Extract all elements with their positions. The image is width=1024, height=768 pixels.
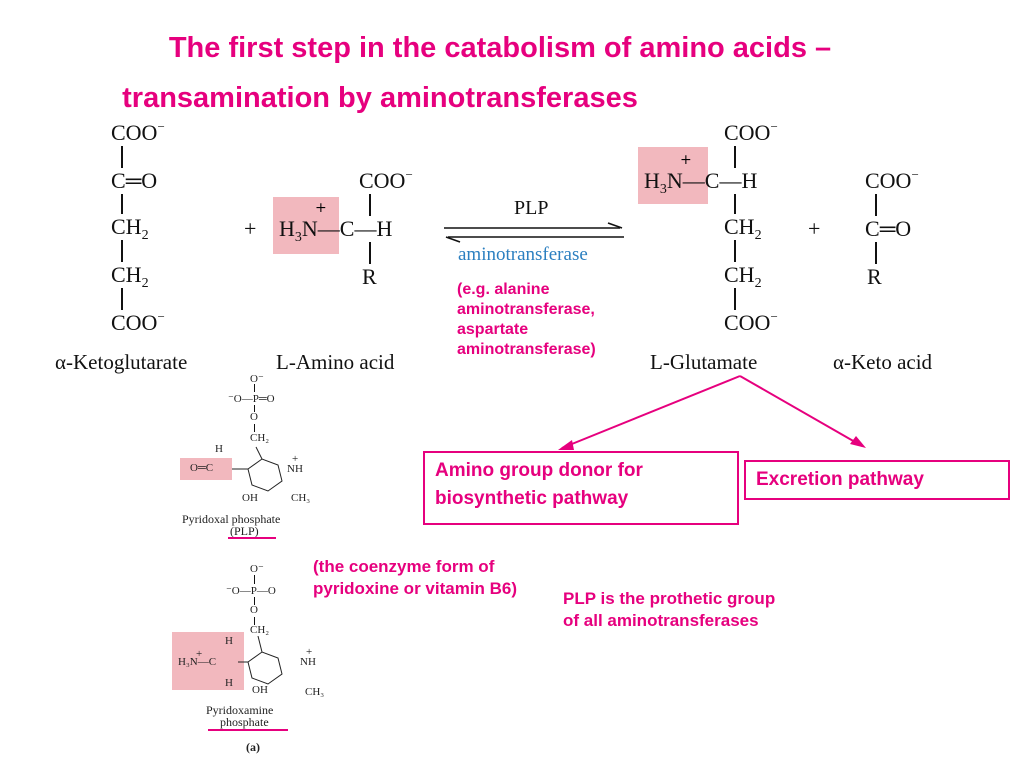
pmp-h-top: H	[225, 635, 233, 647]
plp-aldehyde: O═C	[190, 462, 214, 474]
kg-coo-top: COO−	[111, 119, 165, 145]
glu-ch2-2: CH2	[724, 262, 762, 291]
glu-amino-row: H3N—C—H	[644, 168, 758, 197]
pmp-n-charge: +	[196, 648, 203, 660]
pmp-caption-name2: phosphate	[220, 715, 269, 729]
plp-underline	[228, 537, 276, 539]
arrow-label-aminotransferase: aminotransferase	[458, 244, 588, 265]
ka-keto-group: C═O	[865, 216, 912, 241]
glu-ch2-1: CH2	[724, 214, 762, 243]
pmp-h-bottom: H	[225, 677, 233, 689]
plp-ch2: CH₂	[250, 432, 270, 444]
example-enzymes-note: (e.g. alanine aminotransferase, aspartat…	[457, 281, 596, 358]
glu-n-charge: +	[680, 152, 692, 168]
glutamate-amino-highlight	[638, 147, 708, 204]
plp-o-minus: O⁻	[250, 373, 264, 385]
pmp-n-plus: +	[306, 646, 313, 658]
equilibrium-arrows	[444, 222, 624, 243]
pmp-pyridine-ring-icon	[238, 636, 283, 685]
pmp-ch3: CH₃	[305, 686, 325, 698]
alpha-ketoglutarate-label: α-Ketoglutarate	[55, 350, 188, 374]
amino-acid-label: L-Amino acid	[276, 350, 395, 374]
amino-group-highlight	[273, 197, 339, 254]
glutamate-label: L-Glutamate	[650, 350, 758, 374]
ka-r-group: R	[867, 264, 882, 289]
plp-caption-abbrev: (PLP)	[230, 524, 259, 538]
plus-sign-left: +	[244, 216, 257, 241]
plp-ch3: CH₃	[291, 492, 311, 504]
amino-group-donor-box: Amino group donor for biosynthetic pathw…	[423, 451, 739, 525]
pmp-nh: NH	[300, 656, 316, 668]
glu-coo-top: COO−	[724, 119, 778, 145]
pmp-phosphate: ⁻O—P—O	[226, 585, 276, 597]
keto-acid-label: α-Keto acid	[833, 350, 933, 374]
aa-r-group: R	[362, 264, 377, 289]
aa-amino-row: H3N—C—H	[279, 216, 393, 245]
glu-coo-bottom: COO−	[724, 309, 778, 335]
glutamate-branch-arrows	[558, 375, 866, 450]
pmp-h3n-c: H₃N—C	[178, 656, 217, 668]
arrow-label-plp: PLP	[514, 197, 549, 219]
plus-sign-right: +	[808, 216, 821, 241]
plp-n-plus: +	[292, 453, 299, 465]
page-title-line1: The first step in the catabolism of amin…	[168, 32, 832, 64]
kg-keto-group: C═O	[111, 168, 158, 193]
plp-caption-name: Pyridoxal phosphate	[182, 512, 281, 526]
aa-coo: COO−	[359, 167, 413, 193]
pmp-caption-name: Pyridoxamine	[206, 703, 274, 717]
pmp-underline	[208, 729, 288, 731]
pmp-o-link: O	[250, 604, 258, 616]
pmp-amino-highlight	[172, 632, 244, 690]
pmp-oh: OH	[252, 684, 268, 696]
plp-oh: OH	[242, 492, 258, 504]
kg-coo-bottom: COO−	[111, 309, 165, 335]
prosthetic-group-note: PLP is the prothetic group of all aminot…	[563, 589, 776, 630]
plp-pyridine-ring-icon	[232, 446, 283, 492]
ka-coo: COO−	[865, 167, 919, 193]
plp-nh: NH	[287, 463, 303, 475]
excretion-pathway-box: Excretion pathway	[744, 460, 1010, 500]
pmp-panel-label: (a)	[246, 740, 260, 754]
plp-o-link: O	[250, 411, 258, 423]
coenzyme-note: (the coenzyme form of pyridoxine or vita…	[313, 557, 518, 598]
plp-aldehyde-highlight	[180, 458, 232, 480]
aa-n-charge: +	[315, 200, 327, 216]
pmp-o-minus: O⁻	[250, 563, 264, 575]
kg-ch2-1: CH2	[111, 214, 149, 243]
pmp-ch2: CH₂	[250, 624, 270, 636]
plp-phosphate: ⁻O—P═O	[228, 393, 275, 405]
plp-aldehyde-h: H	[215, 443, 223, 455]
page-title-line2: transamination by aminotransferases	[122, 82, 638, 114]
kg-ch2-2: CH2	[111, 262, 149, 291]
